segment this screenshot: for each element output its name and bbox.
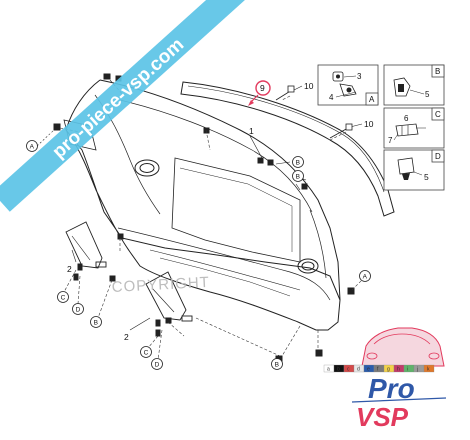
- callout-c-mid-text: C: [144, 349, 149, 356]
- part-label-6: 6: [404, 114, 409, 123]
- callout-b-under-text: B: [296, 173, 300, 180]
- logo-swatch-letter: h: [397, 367, 400, 373]
- part-label-2b: 2: [124, 332, 129, 342]
- detail-box-c-letter: C: [435, 110, 441, 119]
- logo-swatch-letter: c: [347, 367, 350, 373]
- callout-b-bottom: B: [271, 358, 283, 370]
- callout-d-mid: D: [151, 358, 163, 370]
- callout-a-left-text: A: [30, 143, 35, 150]
- bracket-left: [65, 221, 107, 269]
- logo-swatch: [403, 364, 415, 373]
- part-label-5a: 5: [425, 90, 430, 99]
- callout-b-under: B: [292, 170, 304, 182]
- part-label-9-text: 9: [260, 83, 265, 93]
- logo-color-swatches: a b c d e f g h i j k: [323, 364, 435, 373]
- detail-box-a-letter: A: [369, 95, 375, 104]
- callout-d-mid-text: D: [155, 361, 160, 368]
- callout-a-right: A: [359, 270, 371, 282]
- part-label-5b: 5: [424, 172, 429, 182]
- logo-line-pro: Pro: [368, 373, 415, 404]
- callout-b-top: B: [292, 156, 304, 168]
- logo-swatch: [373, 364, 385, 373]
- part-label-2a: 2: [67, 264, 72, 274]
- callout-b-lower: B: [90, 316, 102, 328]
- logo-swatch-letter: a: [327, 367, 330, 373]
- logo-swatch-letter: k: [427, 367, 430, 373]
- fastener-marks: [53, 73, 355, 363]
- detail-box-d-letter: D: [435, 152, 441, 161]
- callout-b-top-text: B: [296, 159, 300, 166]
- detail-box-d: D 5: [383, 149, 445, 191]
- part-label-4: 4: [329, 93, 334, 102]
- logo-swatch: [423, 364, 435, 373]
- callout-c-left: C: [57, 291, 69, 303]
- logo-car-icon: [361, 327, 445, 367]
- part-label-7: 7: [388, 136, 393, 145]
- provsp-logo: a b c d e f g h i j k Pro VSP: [323, 327, 447, 432]
- site-banner: pro-piece-vsp.com: [0, 0, 256, 212]
- logo-swatch-letter: b: [337, 367, 340, 373]
- logo-swatch-letter: f: [377, 367, 379, 373]
- logo-line-vsp: VSP: [356, 402, 409, 432]
- detail-box-a: A 3 4: [317, 64, 379, 106]
- detail-box-b-letter: B: [435, 67, 440, 76]
- detail-box-c: C 6 7: [383, 107, 445, 149]
- screw-10-top: [275, 85, 295, 101]
- part-label-10a: 10: [304, 81, 314, 91]
- detail-box-b: B 5: [383, 64, 445, 106]
- callout-c-left-text: C: [61, 294, 66, 301]
- callout-d-left-text: D: [76, 306, 81, 313]
- logo-swatch: [413, 364, 425, 373]
- spoiler-strip: [180, 81, 395, 217]
- logo-swatch-letter: e: [367, 367, 370, 373]
- callout-d-left: D: [72, 303, 84, 315]
- callout-c-mid: C: [140, 346, 152, 358]
- screw-10-mid: [329, 123, 353, 139]
- bracket-mid: [145, 271, 193, 322]
- part-label-10b: 10: [364, 119, 374, 129]
- part-label-3: 3: [357, 72, 362, 81]
- logo-swatch-letter: g: [387, 367, 390, 373]
- part-label-9: 9: [248, 80, 271, 106]
- callout-b-bottom-text: B: [275, 361, 279, 368]
- logo-swatch-letter: d: [357, 367, 360, 373]
- copyright-watermark: COPYRIGHT: [111, 274, 210, 296]
- callout-a-right-text: A: [363, 273, 368, 280]
- part-label-1: 1: [249, 126, 254, 136]
- callout-a-left: A: [26, 129, 55, 152]
- logo-swatch-letter: j: [416, 367, 418, 373]
- callout-b-lower-text: B: [94, 319, 98, 326]
- logo-swatch-letter: i: [407, 367, 408, 373]
